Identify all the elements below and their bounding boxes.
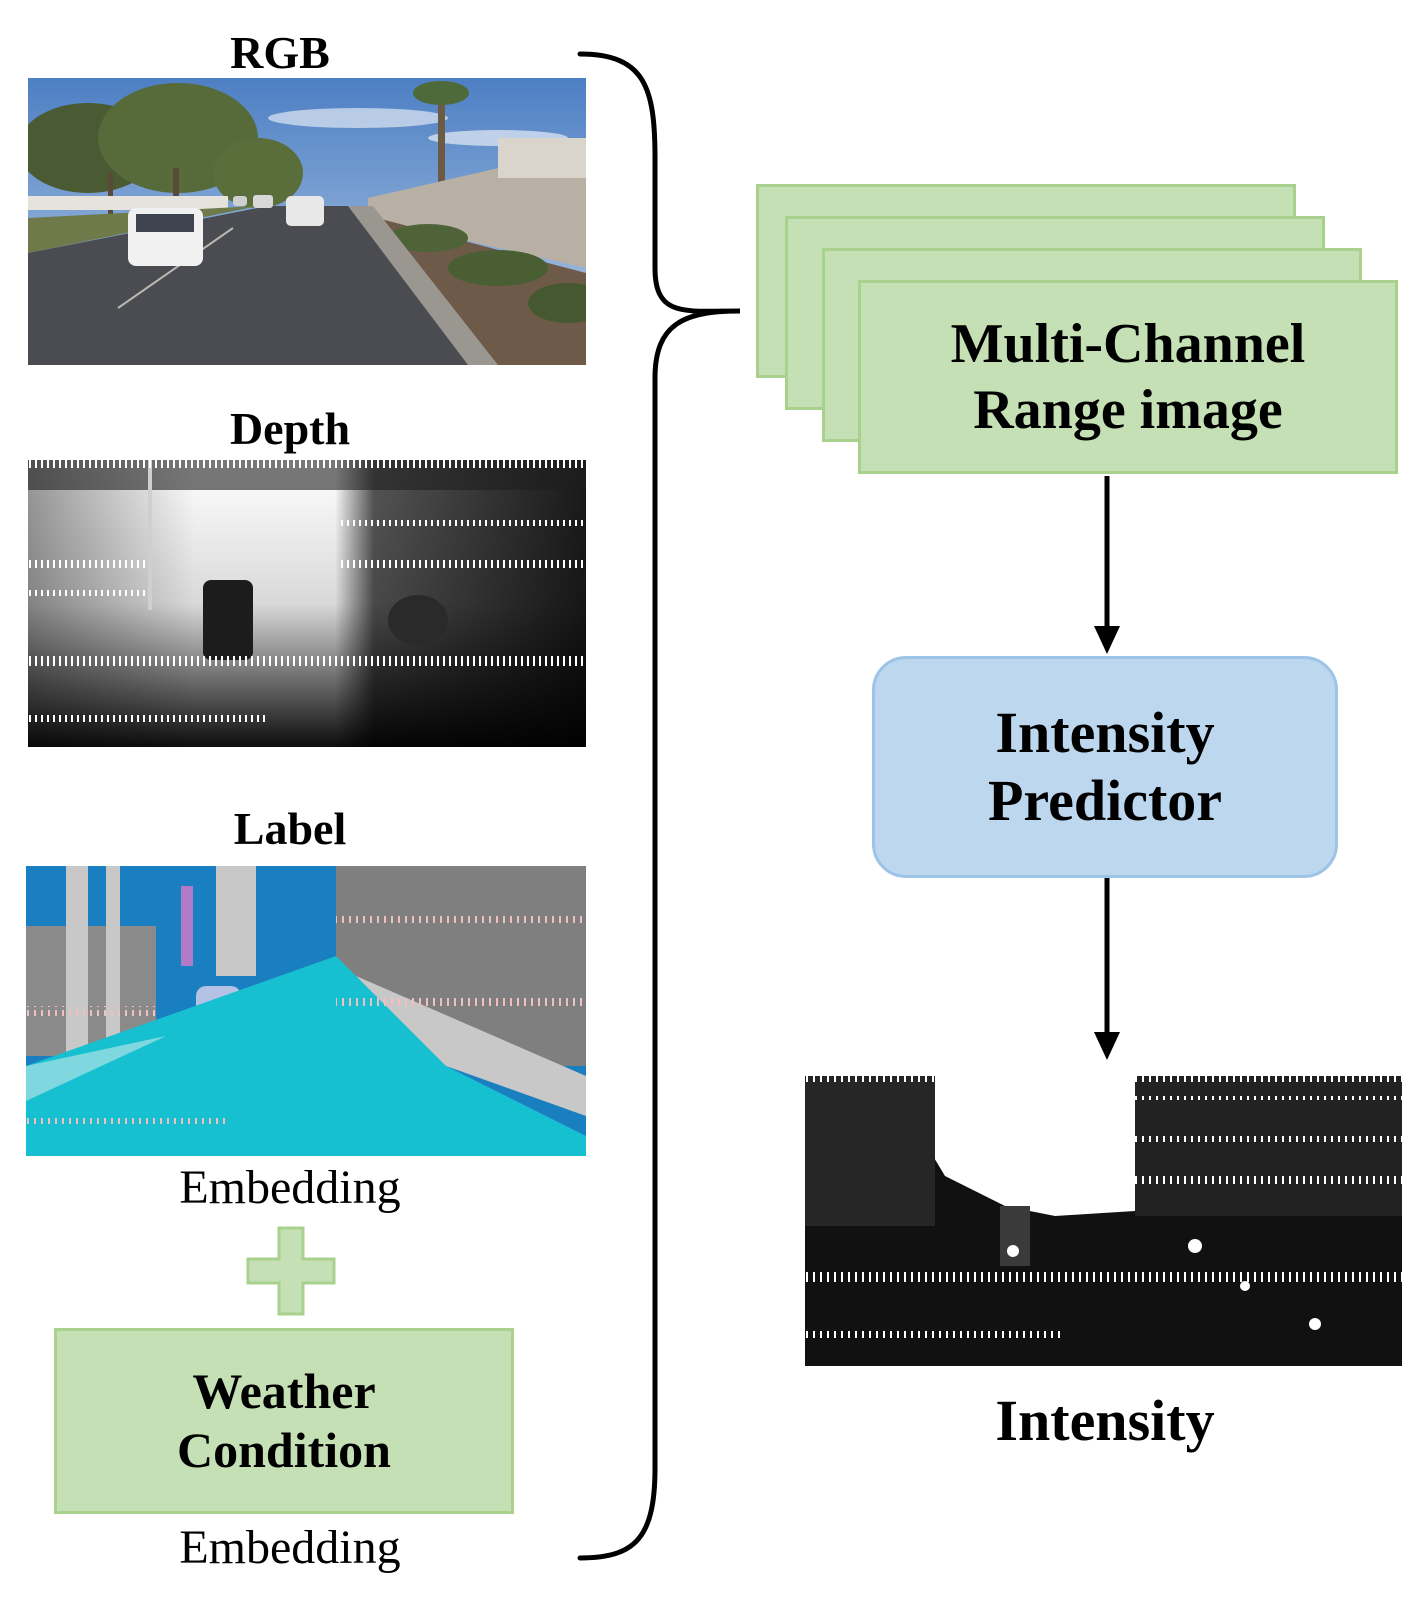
grouping-brace [575, 48, 745, 1568]
range-image-line-1: Multi-Channel [950, 312, 1306, 375]
predictor-line-2: Predictor [987, 768, 1223, 833]
weather-line-2: Condition [177, 1422, 391, 1478]
intensity-title: Intensity [995, 1388, 1215, 1453]
arrow-to-intensity [1092, 878, 1122, 1062]
rgb-title: RGB [230, 27, 330, 78]
intensity-predictor-box: Intensity Predictor [872, 656, 1338, 878]
label-image [26, 866, 586, 1156]
range-image-line-2: Range image [973, 379, 1283, 441]
embedding-caption-bottom: Embedding [179, 1521, 401, 1574]
rgb-image [28, 78, 586, 365]
arrow-to-predictor [1092, 476, 1122, 656]
intensity-image [805, 1076, 1402, 1366]
weather-line-1: Weather [192, 1363, 376, 1419]
weather-condition-box: Weather Condition [54, 1328, 514, 1514]
label-title: Label [233, 803, 347, 854]
plus-icon [246, 1226, 336, 1316]
range-image-box: Multi-Channel Range image [858, 280, 1398, 474]
predictor-line-1: Intensity [995, 699, 1215, 765]
depth-title: Depth [229, 403, 351, 454]
embedding-caption-top: Embedding [179, 1161, 401, 1214]
depth-image [28, 460, 586, 747]
